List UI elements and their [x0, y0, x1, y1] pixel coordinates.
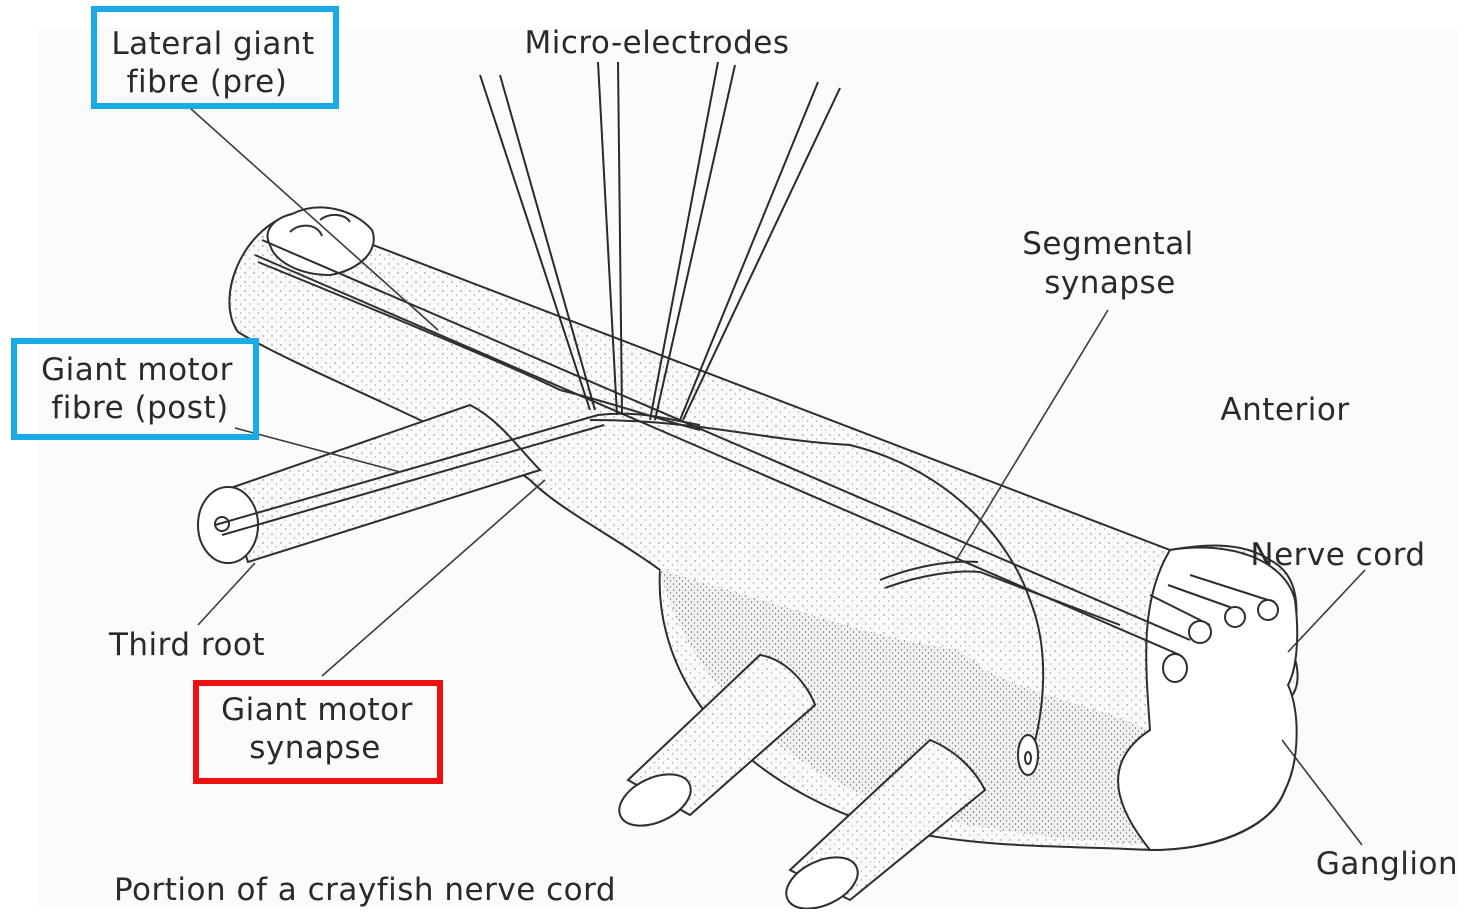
label-lateral-giant-line2: fibre (pre): [127, 64, 288, 100]
label-giant-motor-synapse-line2: synapse: [249, 730, 381, 766]
label-lateral-giant-line1: Lateral giant: [111, 26, 314, 62]
label-giant-motor-fibre-line2: fibre (post): [51, 390, 228, 426]
label-third-root: Third root: [108, 627, 265, 663]
label-giant-motor-fibre-line1: Giant motor: [41, 352, 233, 388]
label-anterior: Anterior: [1220, 392, 1349, 428]
label-ganglion: Ganglion: [1316, 846, 1458, 882]
label-segmental-line2: synapse: [1044, 265, 1176, 301]
label-segmental-line1: Segmental: [1022, 226, 1194, 262]
label-nerve-cord: Nerve cord: [1250, 537, 1425, 573]
label-micro-electrodes: Micro-electrodes: [524, 25, 789, 61]
label-giant-motor-synapse-line1: Giant motor: [221, 692, 413, 728]
diagram-caption: Portion of a crayfish nerve cord: [114, 872, 616, 908]
